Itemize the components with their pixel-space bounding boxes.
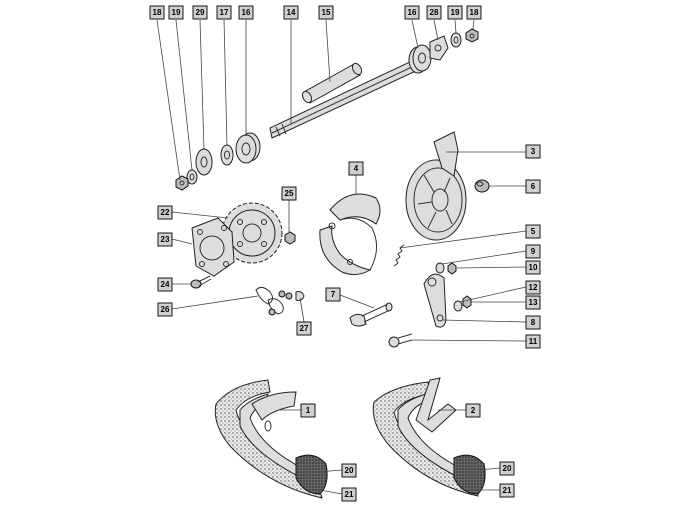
svg-text:21: 21	[503, 486, 512, 495]
brake-arm	[423, 273, 447, 328]
brake-shoes	[319, 193, 381, 276]
svg-text:4: 4	[354, 164, 359, 173]
svg-text:2: 2	[471, 406, 476, 415]
svg-text:17: 17	[220, 8, 229, 17]
callout-22: 22	[157, 205, 173, 220]
svg-text:13: 13	[529, 298, 538, 307]
callout-19-top-left: 19	[168, 5, 184, 20]
callout-23: 23	[157, 232, 173, 247]
callout-20-right: 20	[499, 461, 515, 476]
svg-text:6: 6	[531, 182, 536, 191]
plate-28	[429, 35, 449, 61]
svg-text:8: 8	[531, 318, 536, 327]
callout-18-top-right: 18	[466, 5, 482, 20]
svg-text:28: 28	[430, 8, 439, 17]
sprocket-plate	[191, 217, 235, 277]
svg-text:14: 14	[287, 8, 296, 17]
nut-left	[175, 175, 189, 191]
svg-text:27: 27	[300, 324, 309, 333]
callout-28: 28	[426, 5, 442, 20]
callout-16-top-left: 16	[238, 5, 254, 20]
svg-text:16: 16	[242, 8, 251, 17]
svg-text:10: 10	[529, 263, 538, 272]
callout-13: 13	[525, 295, 541, 310]
leader-lines	[156, 19, 527, 495]
svg-text:20: 20	[503, 464, 512, 473]
svg-text:20: 20	[345, 466, 354, 475]
chain-links	[255, 286, 293, 316]
svg-text:18: 18	[153, 8, 162, 17]
washer-left	[186, 169, 198, 185]
svg-text:18: 18	[470, 8, 479, 17]
callout-3: 3	[525, 144, 541, 159]
svg-text:26: 26	[161, 305, 170, 314]
bolt-24	[190, 275, 212, 289]
callout-19-top-right: 19	[447, 5, 463, 20]
flange-29	[195, 148, 213, 176]
callout-17: 17	[216, 5, 232, 20]
washer-9	[435, 262, 445, 274]
callout-1: 1	[300, 403, 316, 418]
nut-25	[284, 231, 296, 245]
callout-8: 8	[525, 315, 541, 330]
callout-12: 12	[525, 280, 541, 295]
callout-4: 4	[348, 161, 364, 176]
callout-29: 29	[192, 5, 208, 20]
clip-27	[295, 291, 305, 301]
svg-text:23: 23	[161, 235, 170, 244]
nut-10	[447, 262, 457, 275]
callout-10: 10	[525, 260, 541, 275]
svg-text:12: 12	[529, 283, 538, 292]
callout-7: 7	[325, 287, 341, 302]
svg-text:21: 21	[345, 490, 354, 499]
camshaft	[349, 302, 393, 327]
callout-26: 26	[157, 302, 173, 317]
bearing-right	[408, 44, 432, 74]
cap-nut-6	[474, 179, 490, 193]
callout-11: 11	[525, 334, 541, 349]
svg-text:3: 3	[531, 147, 536, 156]
svg-text:19: 19	[172, 8, 181, 17]
svg-text:16: 16	[408, 8, 417, 17]
callout-15: 15	[318, 5, 334, 20]
svg-text:19: 19	[451, 8, 460, 17]
callout-6: 6	[525, 179, 541, 194]
callout-20-left: 20	[341, 463, 357, 478]
brake-plate	[405, 131, 467, 241]
svg-text:24: 24	[161, 280, 170, 289]
callout-24: 24	[157, 277, 173, 292]
callout-21-right: 21	[499, 483, 515, 498]
sprocket	[221, 202, 283, 264]
callout-21-left: 21	[341, 487, 357, 502]
svg-text:1: 1	[306, 406, 311, 415]
wheel-1	[214, 379, 328, 499]
callout-9: 9	[525, 244, 541, 259]
callout-5: 5	[525, 224, 541, 239]
svg-text:7: 7	[331, 290, 336, 299]
callout-25: 25	[281, 186, 297, 201]
callout-16-top-right: 16	[404, 5, 420, 20]
svg-text:9: 9	[531, 247, 536, 256]
wheel-2	[372, 377, 486, 497]
spacer-17	[220, 144, 234, 166]
brake-spring	[393, 244, 405, 267]
svg-text:22: 22	[161, 208, 170, 217]
bolt-11	[388, 333, 413, 348]
svg-text:15: 15	[322, 8, 331, 17]
callout-18-top-left: 18	[149, 5, 165, 20]
callout-2: 2	[465, 403, 481, 418]
nut-13	[462, 295, 472, 309]
svg-text:11: 11	[529, 337, 538, 346]
svg-text:25: 25	[285, 189, 294, 198]
svg-text:5: 5	[531, 227, 536, 236]
callout-27: 27	[296, 321, 312, 336]
nut-right	[465, 28, 479, 43]
svg-text:29: 29	[196, 8, 205, 17]
washer-right	[450, 32, 462, 48]
spacer-tube	[301, 62, 363, 104]
callout-14: 14	[283, 5, 299, 20]
washer-12	[453, 300, 463, 312]
bearing-left	[235, 132, 261, 164]
